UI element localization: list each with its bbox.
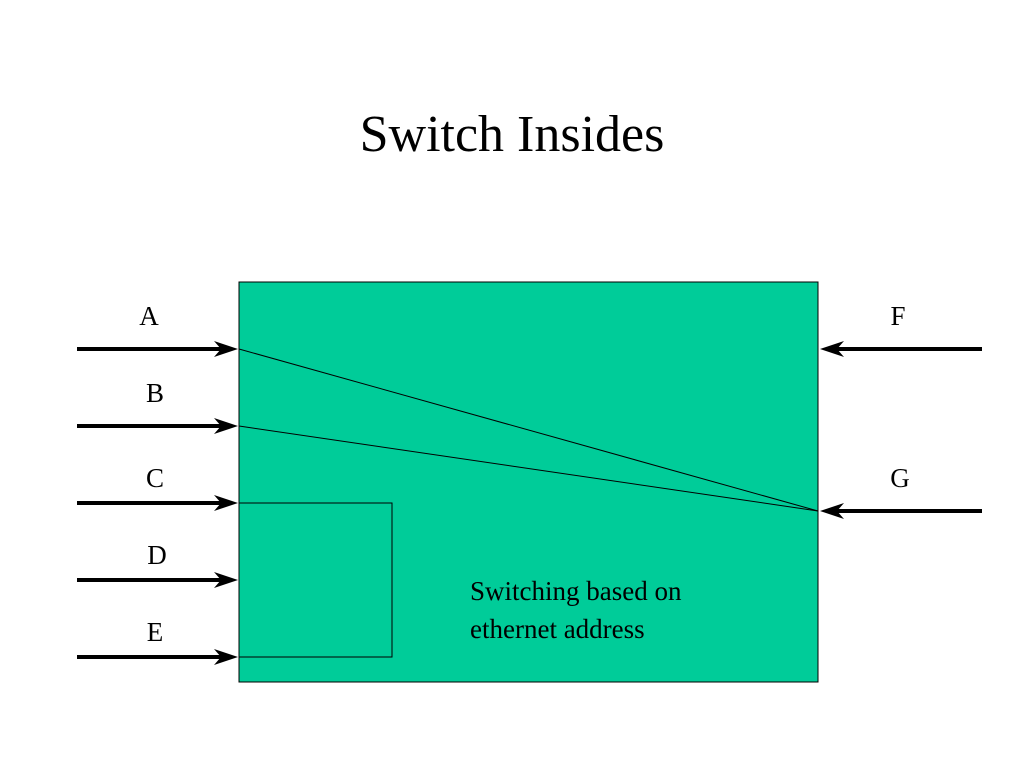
port-arrow-c	[77, 495, 238, 511]
switching-caption: Switching based on ethernet address	[470, 572, 681, 648]
port-arrow-b	[77, 418, 238, 434]
connection-c-to-e	[239, 502, 393, 658]
port-label-a: A	[139, 301, 159, 331]
connection-a-to-g	[238, 348, 819, 512]
slide-title: Switch Insides	[359, 106, 665, 163]
port-arrow-d	[77, 572, 238, 588]
port-arrow-g	[820, 503, 982, 519]
caption-line-1: Switching based on	[470, 576, 682, 606]
port-label-d: D	[147, 540, 167, 570]
port-arrow-a	[77, 341, 238, 357]
port-arrow-e	[77, 649, 238, 665]
switch-box	[238, 281, 819, 683]
connection-b-to-g	[238, 425, 819, 512]
port-label-e: E	[146, 617, 164, 647]
caption-line-2: ethernet address	[470, 614, 645, 644]
port-label-f: F	[890, 301, 906, 331]
port-label-g: G	[890, 463, 910, 493]
port-label-c: C	[145, 463, 164, 493]
port-label-b: B	[145, 378, 164, 408]
port-arrow-f	[820, 341, 982, 357]
